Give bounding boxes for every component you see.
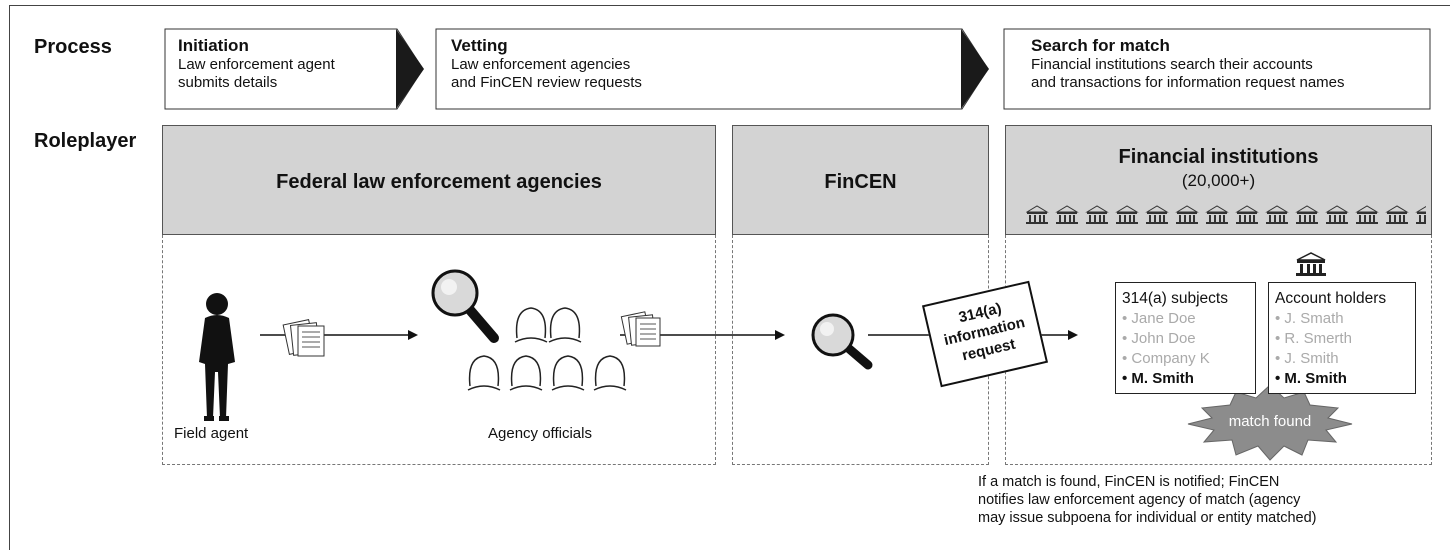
note-line: If a match is found, FinCEN is notified;…: [978, 474, 1280, 490]
step-desc-line: Law enforcement agencies: [451, 56, 631, 73]
role-financial-count: (20,000+): [1181, 171, 1256, 190]
federal-activity-area: [162, 235, 716, 465]
match-burst-shape: [1187, 384, 1353, 461]
role-fincen-title: FinCEN: [824, 171, 897, 193]
subjects-list-title: 314(a) subjects: [1122, 290, 1228, 307]
list-item: • Jane Doe: [1122, 310, 1196, 327]
role-financial-header: Financial institutions (20,000+): [1005, 125, 1439, 235]
list-item: • R. Smerth: [1275, 330, 1352, 347]
bank-icon: [1145, 205, 1169, 224]
account-holders-list-title: Account holders: [1275, 290, 1387, 307]
documents-icon: [620, 311, 661, 347]
step-title: Search for match: [1031, 36, 1170, 55]
role-federal-title: Federal law enforcement agencies: [276, 171, 602, 193]
left-rule: [9, 5, 10, 550]
field-agent-figure: [199, 293, 235, 421]
step-desc-line: and FinCEN review requests: [451, 74, 642, 91]
matched-list-item: • M. Smith: [1122, 370, 1194, 387]
bank-icon: [1296, 252, 1326, 276]
step-desc-line: Financial institutions search their acco…: [1031, 56, 1313, 73]
agency-officials-group: [467, 307, 627, 391]
process-chevrons: [164, 28, 1431, 110]
step-initiation: Initiation Law enforcement agent submits…: [178, 36, 335, 92]
bank-icon: [1085, 205, 1109, 224]
step-desc-line: and transactions for information request…: [1031, 74, 1345, 91]
search-step-box: [1003, 28, 1431, 110]
row-label-process: Process: [34, 36, 112, 58]
vetting-chevron-tip: [961, 29, 989, 109]
role-financial-title: Financial institutions: [1118, 146, 1319, 168]
arrow-head: [408, 330, 418, 340]
magnifier-icon: [811, 313, 873, 370]
list-item: • John Doe: [1122, 330, 1196, 347]
magnifier-icon: [431, 269, 499, 343]
role-fincen-header: FinCEN: [732, 125, 989, 235]
step-search: Search for match Financial institutions …: [1031, 36, 1345, 92]
bank-icon: [1295, 205, 1319, 224]
bank-icon: [1235, 205, 1259, 224]
match-notification-note: If a match is found, FinCEN is notified;…: [978, 473, 1317, 527]
note-line: may issue subpoena for individual or ent…: [978, 510, 1317, 526]
row-label-roleplayer: Roleplayer: [34, 130, 137, 152]
field-agent-caption: Field agent: [174, 425, 249, 442]
matched-list-item: • M. Smith: [1275, 370, 1347, 387]
note-line: notifies law enforcement agency of match…: [978, 492, 1301, 508]
bank-icon: [1265, 205, 1289, 224]
agency-officials-caption: Agency officials: [488, 425, 592, 442]
match-found-label: match found: [1228, 413, 1312, 430]
step-vetting: Vetting Law enforcement agencies and Fin…: [451, 36, 642, 92]
bank-icon: [1055, 205, 1079, 224]
arrow-head: [775, 330, 785, 340]
bank-icon: [1205, 205, 1229, 224]
step-title: Vetting: [451, 36, 508, 55]
bank-icon-row: [1025, 203, 1439, 227]
list-item: • J. Smath: [1275, 310, 1344, 327]
bank-icon: [1325, 205, 1349, 224]
list-item: • J. Smith: [1275, 350, 1339, 367]
bank-icon: [1175, 205, 1199, 224]
step-desc-line: submits details: [178, 74, 278, 91]
top-rule: [9, 5, 1450, 6]
initiation-chevron-tip: [396, 29, 424, 109]
arrow-head: [1068, 330, 1078, 340]
bank-icon: [1115, 205, 1139, 224]
bank-icon: [1355, 205, 1379, 224]
step-desc-line: Law enforcement agent: [178, 56, 335, 73]
documents-icon: [282, 319, 325, 357]
step-title: Initiation: [178, 36, 249, 55]
role-federal-header: Federal law enforcement agencies: [162, 125, 716, 235]
bank-icon: [1385, 205, 1409, 224]
list-item: • Company K: [1122, 350, 1210, 367]
bank-icon: [1025, 205, 1049, 224]
account-holders-list: Account holders • J. Smath • R. Smerth •…: [1268, 282, 1416, 394]
subjects-list: 314(a) subjects • Jane Doe • John Doe • …: [1115, 282, 1256, 394]
